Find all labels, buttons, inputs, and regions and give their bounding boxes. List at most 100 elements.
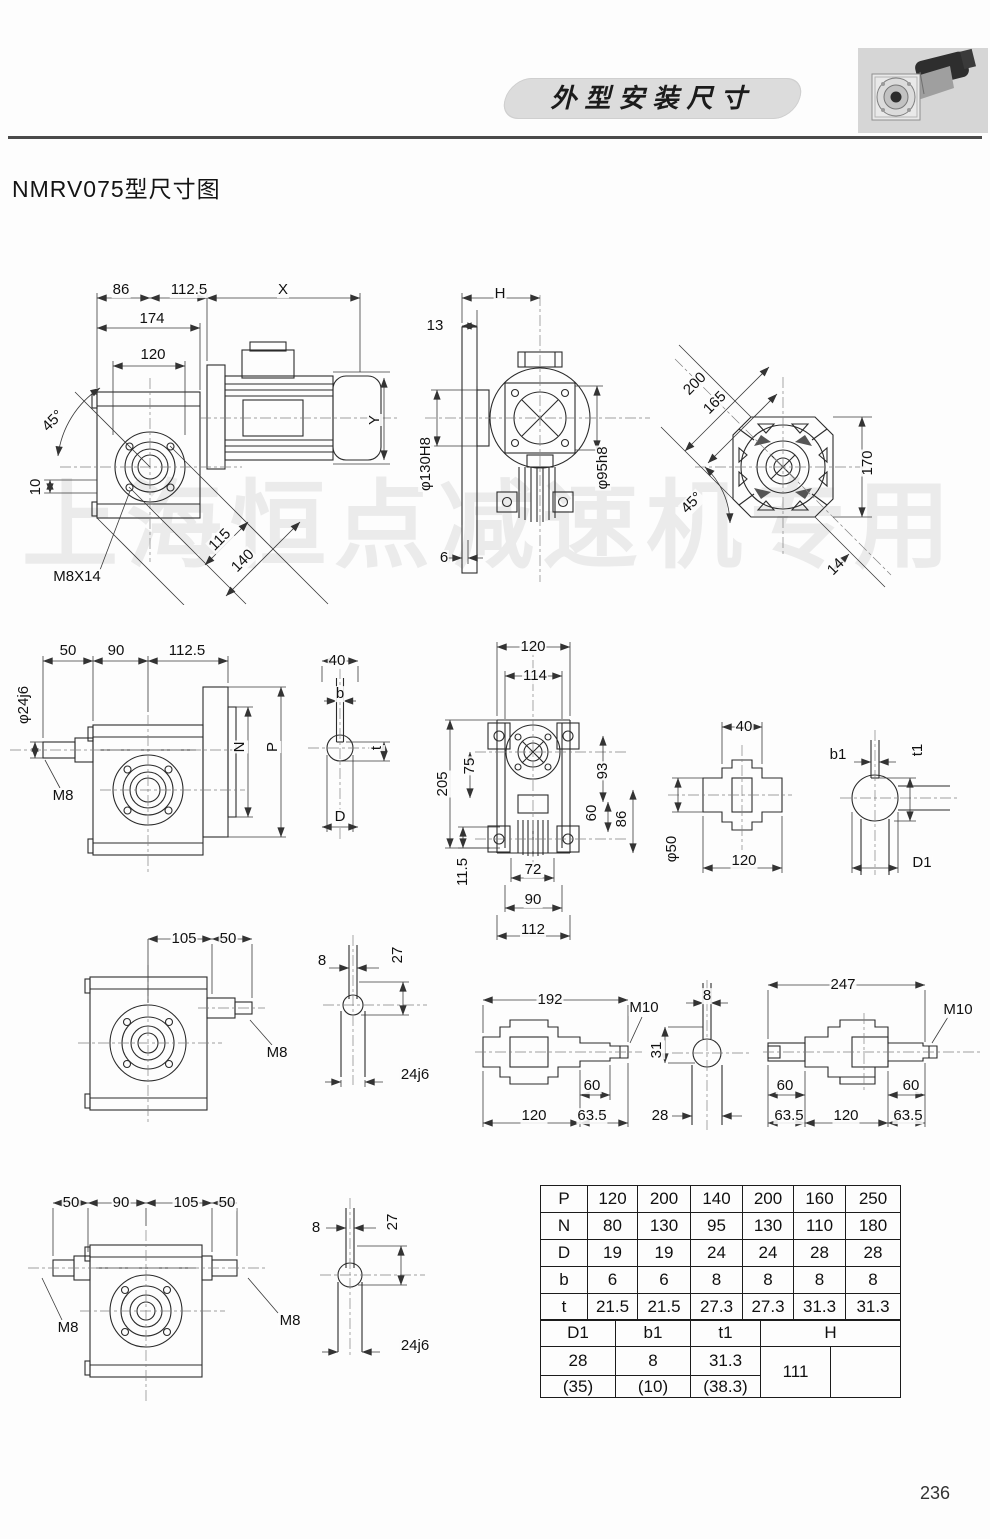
dim-label: P [264, 740, 282, 754]
dim-label: 40 [327, 652, 347, 670]
header-divider [8, 136, 982, 139]
table-cell: 8 [615, 1346, 691, 1377]
header-banner-text: 外型安装尺寸 [550, 83, 755, 113]
row-label: D1 [540, 1319, 616, 1348]
dim-label: 105 [172, 1194, 200, 1212]
table-cell: 160 [793, 1185, 846, 1213]
table-cell: 31.3 [845, 1293, 901, 1321]
header-banner: 外型安装尺寸 [498, 78, 807, 119]
row-label: t1 [690, 1319, 761, 1348]
dim-label: N [231, 740, 249, 754]
dim-label: 50 [61, 1194, 81, 1212]
dim-label: 120 [520, 1107, 548, 1125]
table-cell: 95 [690, 1212, 743, 1240]
dim-label: 60 [775, 1077, 795, 1095]
dim-label: φ24j6 [15, 684, 33, 726]
dim-label: 112 [520, 921, 546, 939]
table-row: (35)(10)(38.3) [540, 1375, 901, 1399]
table-cell: 140 [690, 1185, 743, 1213]
drawing-output-face-view [445, 640, 637, 940]
dim-label: M8 [278, 1312, 302, 1330]
drawing-worm-key-section [661, 980, 752, 1130]
row-label: t [540, 1293, 588, 1321]
dim-label: 112.5 [167, 642, 207, 660]
dim-label: 75 [461, 756, 479, 776]
dim-label: 8 [316, 952, 328, 970]
dim-label: 60 [901, 1077, 921, 1095]
table-cell: 8 [845, 1266, 901, 1294]
dim-label: 63.5 [773, 1107, 805, 1125]
dim-label: 174 [138, 310, 166, 328]
table-cell: 21.5 [637, 1293, 691, 1321]
dim-label: 93 [594, 761, 612, 781]
dim-label: 24j6 [399, 1337, 431, 1355]
dim-label: 8 [310, 1219, 322, 1237]
table-cell: 8 [742, 1266, 794, 1294]
table-cell: 111 [760, 1346, 831, 1399]
dim-label: b1 [828, 746, 848, 764]
dim-label: φ95h8 [594, 445, 612, 491]
dim-label: 86 [613, 809, 631, 829]
dim-label: D1 [911, 854, 933, 872]
dim-label: 86 [111, 281, 131, 299]
table-cell: 6 [587, 1266, 638, 1294]
row-label: D [540, 1239, 588, 1267]
table-cell: 24 [690, 1239, 743, 1267]
dim-label: 120 [730, 852, 758, 870]
drawing-output-key-section-2 [320, 1198, 425, 1358]
dim-label: 50 [58, 642, 78, 660]
row-label: N [540, 1212, 588, 1240]
table-cell: 200 [637, 1185, 691, 1213]
dim-label: 63.5 [892, 1107, 924, 1125]
dim-label: 120 [832, 1107, 860, 1125]
drawing-double-output-view [28, 1199, 279, 1402]
dim-label: M10 [942, 1001, 974, 1019]
dim-label: 10 [27, 477, 45, 497]
dim-label: φ130H8 [417, 436, 435, 492]
drawing-rear-view [660, 344, 892, 588]
table-cell: (10) [615, 1375, 691, 1399]
dim-label: M8 [265, 1044, 289, 1062]
dim-label: 13 [425, 317, 445, 335]
table-cell [830, 1346, 901, 1399]
row-label: P [540, 1185, 588, 1213]
table-cell: 200 [742, 1185, 794, 1213]
table-cell: 24 [742, 1239, 794, 1267]
dim-label: 60 [582, 1077, 602, 1095]
drawing-worm-shaft-double [763, 981, 982, 1127]
dim-label: 28 [650, 1107, 670, 1125]
dim-label: M8 [56, 1319, 80, 1337]
table-cell: 180 [845, 1212, 901, 1240]
dim-label: t1 [909, 742, 927, 758]
row-label: b [540, 1266, 588, 1294]
table-cell: 31.3 [793, 1293, 846, 1321]
table-cell: (38.3) [690, 1375, 761, 1399]
dim-label: 50 [218, 930, 238, 948]
table-cell: 19 [587, 1239, 638, 1267]
drawing-front-view-with-motor [44, 293, 398, 605]
table-cell: 8 [793, 1266, 846, 1294]
table-cell: 21.5 [587, 1293, 638, 1321]
row-label: b1 [615, 1319, 691, 1348]
dim-label: 40 [734, 718, 754, 736]
dim-label: 90 [523, 891, 543, 909]
dim-label: 72 [523, 861, 543, 879]
drawing-hollow-shaft-side [668, 722, 792, 873]
dim-label: 205 [434, 770, 452, 798]
table-cell: 110 [793, 1212, 846, 1240]
page-number: 236 [920, 1483, 951, 1503]
table-cell: 28 [793, 1239, 846, 1267]
dim-label: 192 [536, 991, 564, 1009]
dim-label: 27 [384, 1212, 402, 1232]
dim-label: D [333, 808, 347, 826]
dim-label: 112.5 [169, 281, 209, 299]
drawing-side-view [425, 293, 650, 582]
dim-label: 24j6 [399, 1066, 431, 1084]
